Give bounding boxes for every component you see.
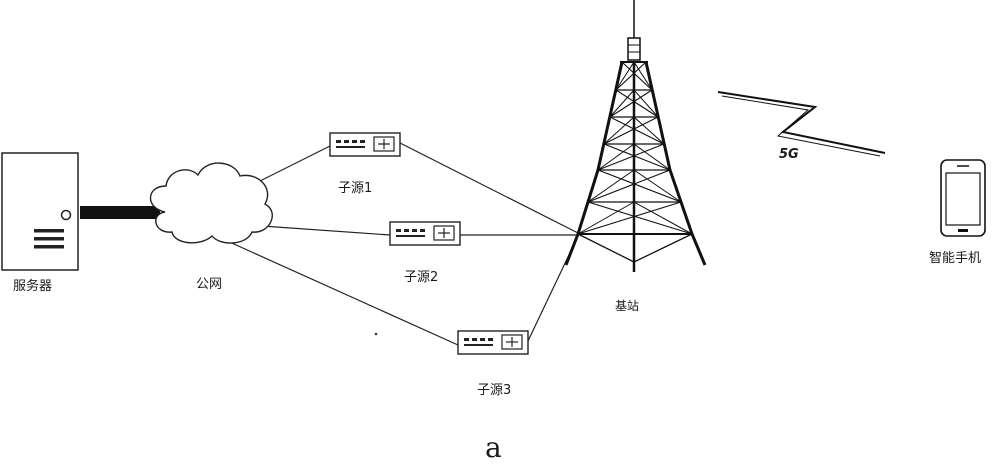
switch-icon-3 bbox=[457, 330, 529, 355]
server-label: 服务器 bbox=[13, 279, 53, 294]
switch-icon-1 bbox=[329, 132, 401, 157]
figure-label: a bbox=[485, 431, 502, 464]
switch-icon-2 bbox=[389, 221, 461, 246]
signal-zigzag-shadow bbox=[721, 95, 881, 157]
subsource-3-label: 子源3 bbox=[477, 383, 512, 398]
server-cable bbox=[80, 206, 160, 219]
base-station-label: 基站 bbox=[615, 299, 640, 313]
smartphone-label: 智能手机 bbox=[929, 251, 982, 266]
link-cloud-subsource-3 bbox=[224, 239, 459, 346]
subsource-1-label: 子源1 bbox=[338, 181, 373, 196]
link-cloud-subsource-1 bbox=[249, 145, 331, 187]
public-network-label: 公网 bbox=[196, 277, 223, 292]
stray-dot bbox=[374, 332, 378, 336]
connection-lines bbox=[224, 142, 579, 346]
signal-zigzag bbox=[717, 91, 886, 154]
server-icon bbox=[1, 152, 79, 271]
smartphone-icon bbox=[940, 159, 986, 237]
link-cloud-subsource-2 bbox=[261, 225, 391, 236]
signal-label: 5G bbox=[779, 147, 799, 162]
subsource-2-label: 子源2 bbox=[404, 270, 439, 285]
link-subsource-1-tower bbox=[399, 142, 579, 234]
tower-icon bbox=[564, 0, 707, 272]
cloud-icon bbox=[149, 162, 273, 244]
